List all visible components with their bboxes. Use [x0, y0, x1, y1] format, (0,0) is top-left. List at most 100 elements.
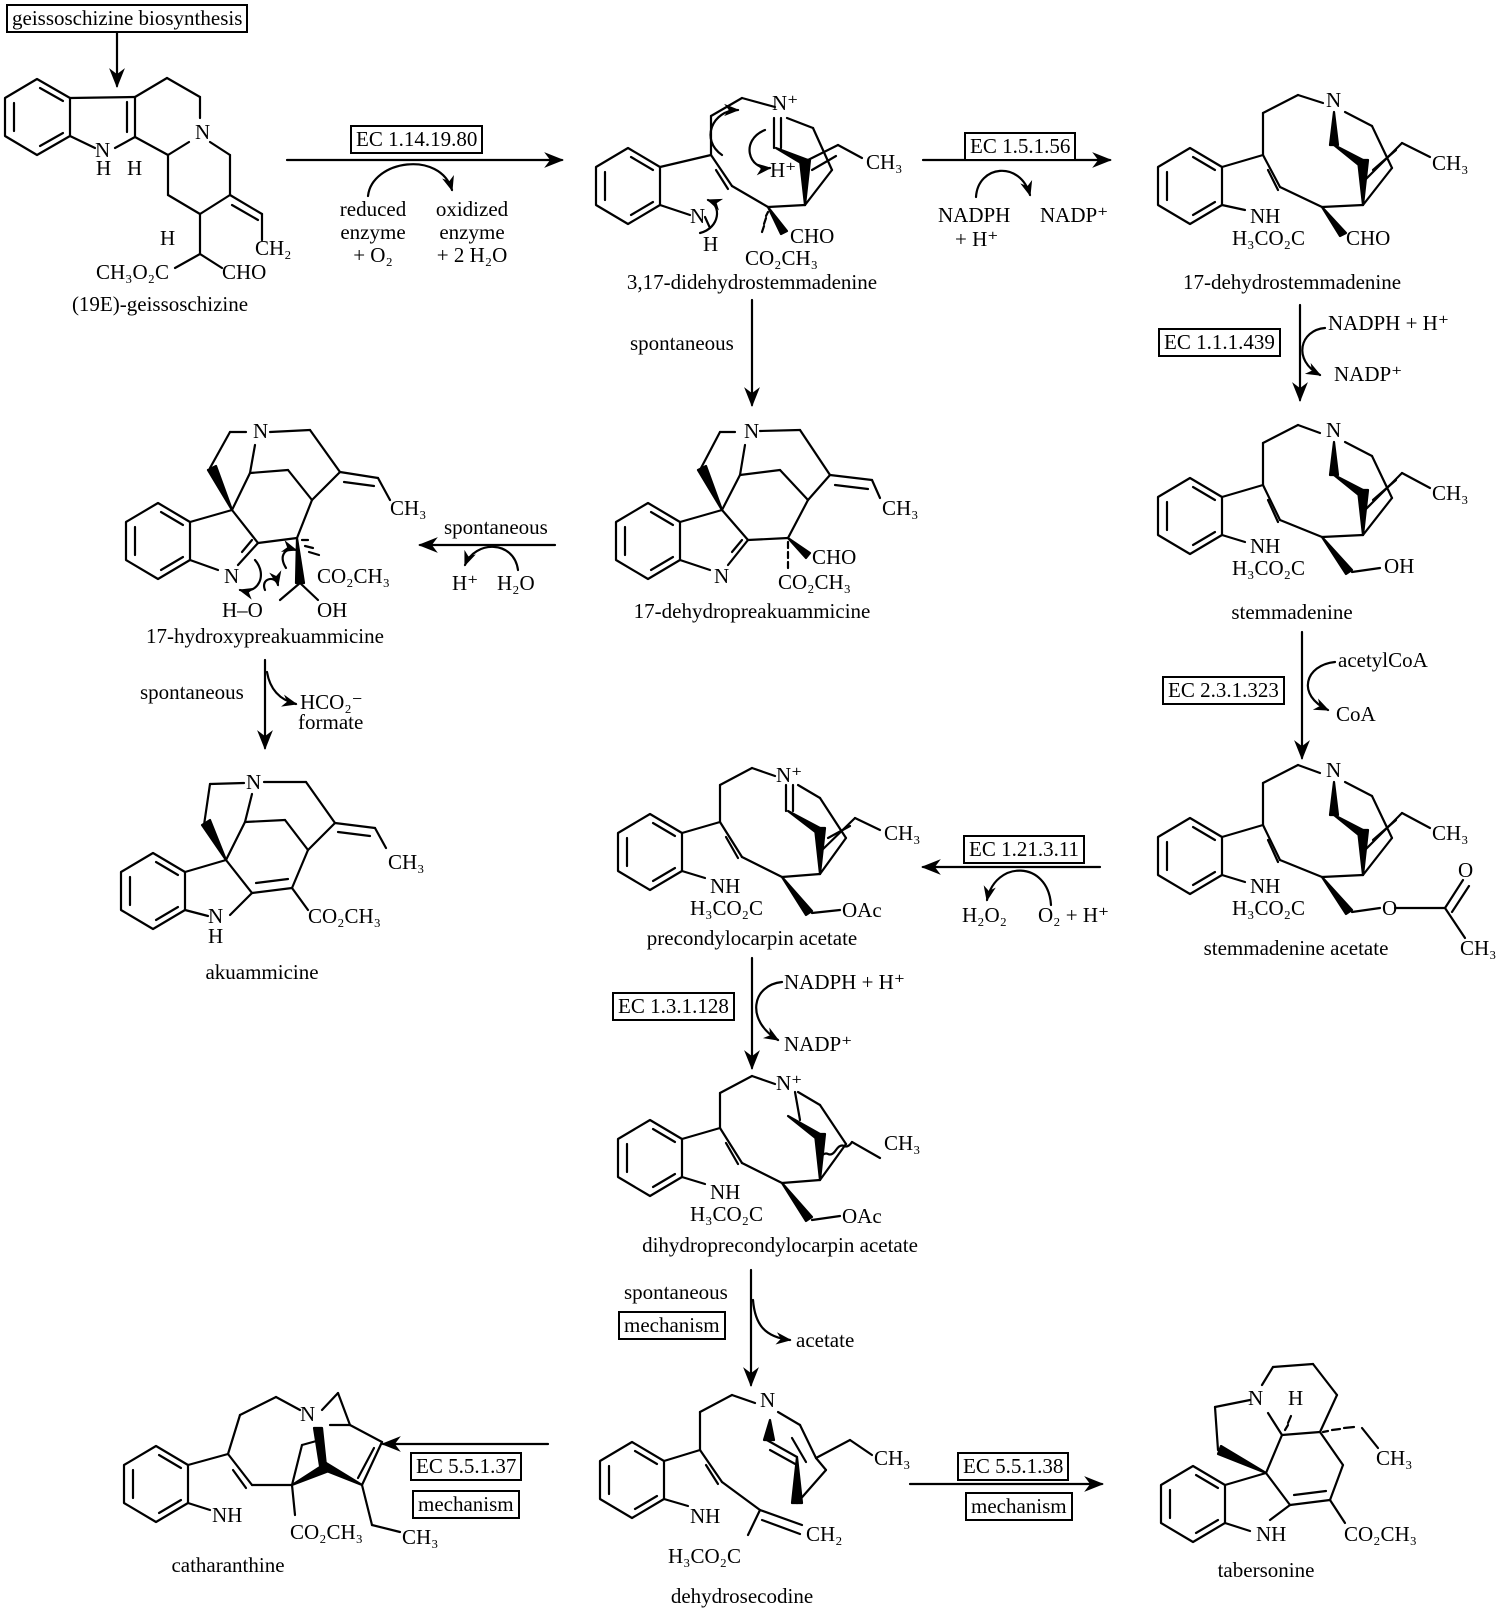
structure-dehydrostemmadenine: [1156, 93, 1432, 238]
group-CH3O2C: CH₃O₂C: [96, 260, 169, 284]
atom-N: N: [744, 419, 760, 443]
group-H3CO2C: H₃CO₂C: [1232, 896, 1305, 920]
reaction-arrow-r6: [257, 658, 298, 750]
enzyme-ec-1-5-1-56[interactable]: EC 1.5.1.56: [964, 132, 1077, 161]
enzyme-ec-1-3-1-128[interactable]: EC 1.3.1.128: [612, 992, 735, 1021]
atom-N: N: [253, 419, 269, 443]
reaction-arrow-r8: [921, 859, 1102, 907]
cofactor-out: + 2 H₂O: [436, 243, 508, 267]
cofactor-out: NADP⁺: [1040, 203, 1109, 227]
cofactor-out: NADP⁺: [1334, 362, 1403, 386]
geissoschizine-biosynthesis-link[interactable]: geissoschizine biosynthesis: [6, 4, 249, 33]
atom-NH: NH: [710, 874, 741, 898]
atom-N: N: [95, 138, 111, 162]
group-OAc: OAc: [842, 898, 882, 922]
structure-stemmadenine-acetate: [1156, 763, 1471, 940]
reaction-arrow-r10: [743, 1268, 792, 1387]
atom-H: H: [96, 156, 112, 180]
atom-H: H: [160, 226, 176, 250]
structure-tabersonine: [1159, 1362, 1380, 1544]
reaction-arrow-r9: [744, 956, 784, 1070]
group-CH2: CH₂: [255, 236, 292, 260]
compound-name-stemmadenine-acetate: stemmadenine acetate: [1203, 936, 1389, 960]
structure-stemmadenine: [1156, 423, 1432, 576]
structure-akuammicine: [119, 780, 388, 931]
reaction-arrow-r5: [418, 537, 557, 572]
cofactor-in: H₂O: [497, 571, 535, 595]
cofactor-in: acetylCoA: [1338, 648, 1428, 672]
cofactor-out: NADP⁺: [784, 1032, 853, 1056]
atom-N: N: [300, 1402, 316, 1426]
enzyme-ec-1-21-3-11[interactable]: EC 1.21.3.11: [963, 835, 1086, 864]
enzyme-ec-2-3-1-323[interactable]: EC 2.3.1.323: [1162, 676, 1285, 705]
reaction-label-spontaneous: spontaneous: [444, 515, 548, 539]
group-CH3: CH₃: [882, 496, 919, 520]
atom-NH: NH: [212, 1503, 243, 1527]
cofactor-in: reduced: [339, 197, 407, 221]
compound-name-dehydrosecodine: dehydrosecodine: [670, 1584, 814, 1608]
group-OH: OH: [317, 598, 348, 622]
group-OAc: OAc: [842, 1204, 882, 1228]
mechanism-link[interactable]: mechanism: [618, 1311, 726, 1340]
cofactor-in: NADPH + H⁺: [1328, 311, 1449, 335]
cofactor-out: acetate: [796, 1328, 855, 1352]
atom-N-plus: N⁺: [776, 1071, 803, 1095]
enzyme-ec-1-14-19-80[interactable]: EC 1.14.19.80: [350, 125, 484, 154]
atom-N-plus: N⁺: [772, 91, 799, 115]
reaction-arrow-r2: [921, 152, 1112, 199]
compound-name-dehydrostemmadenine: 17-dehydrostemmadenine: [1182, 270, 1402, 294]
group-CH3: CH₃: [390, 496, 427, 520]
group-CHO: CHO: [790, 224, 835, 248]
cofactor-out: oxidized: [435, 197, 509, 221]
compound-name-tabersonine: tabersonine: [1217, 1558, 1315, 1582]
group-CH3: CH₃: [1460, 936, 1497, 960]
enzyme-ec-1-1-1-439[interactable]: EC 1.1.1.439: [1158, 328, 1281, 357]
group-H3CO2C: H₃CO₂C: [690, 1202, 763, 1226]
compound-name-stemmadenine: stemmadenine: [1231, 600, 1353, 624]
atom-O: O: [1382, 896, 1398, 920]
group-CH3: CH₃: [1376, 1446, 1413, 1470]
atom-H-plus: H⁺: [770, 158, 797, 182]
mechanism-link[interactable]: mechanism: [412, 1490, 520, 1519]
structure-dehydrosecodine: [598, 1393, 874, 1537]
compound-name-geissoschizine: (19E)-geissoschizine: [71, 292, 249, 316]
cofactor-out: H⁺: [452, 571, 479, 595]
structure-dihydroprecondylocarpin-acetate: [616, 1074, 882, 1223]
group-CH3: CH₃: [884, 1131, 921, 1155]
atom-O: O: [1458, 858, 1474, 882]
group-CH3: CH₃: [1432, 821, 1469, 845]
group-CH3: CH₃: [874, 1446, 911, 1470]
group-CO2CH3: CO₂CH₃: [1344, 1522, 1417, 1546]
structure-hydroxypreakuammicine: [124, 428, 392, 602]
enzyme-ec-5-5-1-37[interactable]: EC 5.5.1.37: [410, 1452, 523, 1481]
cofactor-out: HCO₂⁻: [300, 690, 363, 714]
atom-H: H: [127, 156, 143, 180]
compound-name-akuammicine: akuammicine: [205, 960, 319, 984]
atom-NH: NH: [1250, 534, 1281, 558]
group-CH3: CH₃: [866, 150, 903, 174]
atom-N: N: [1248, 1386, 1264, 1410]
atom-NH: NH: [1256, 1522, 1287, 1546]
cofactor-out: CoA: [1336, 702, 1376, 726]
group-H3CO2C: H₃CO₂C: [1232, 556, 1305, 580]
cofactor-in: NADPH: [938, 203, 1011, 227]
atom-H: H: [208, 924, 224, 948]
group-CH3: CH₃: [884, 821, 921, 845]
atom-N: N: [208, 904, 224, 928]
atom-N: N: [1326, 88, 1342, 112]
atom-N: N: [195, 120, 211, 144]
atom-H: H: [703, 232, 719, 256]
cofactor-in: + H⁺: [955, 227, 999, 251]
atom-NH: NH: [1250, 874, 1281, 898]
enzyme-ec-5-5-1-38[interactable]: EC 5.5.1.38: [957, 1452, 1070, 1481]
mechanism-link[interactable]: mechanism: [965, 1492, 1073, 1521]
group-hydroxyl-H-O: H–O: [222, 598, 263, 622]
atom-N: N: [1326, 758, 1342, 782]
compound-name-dehydropreakuammicine: 17-dehydropreakuammicine: [633, 599, 871, 623]
structure-didehydrostemmadenine: [594, 96, 864, 236]
atom-N: N: [1326, 418, 1342, 442]
atom-NH: NH: [1250, 204, 1281, 228]
group-CO2CH3: CO₂CH₃: [290, 1520, 363, 1544]
atom-H: H: [1288, 1386, 1304, 1410]
structure-geissoschizine: [3, 24, 264, 270]
